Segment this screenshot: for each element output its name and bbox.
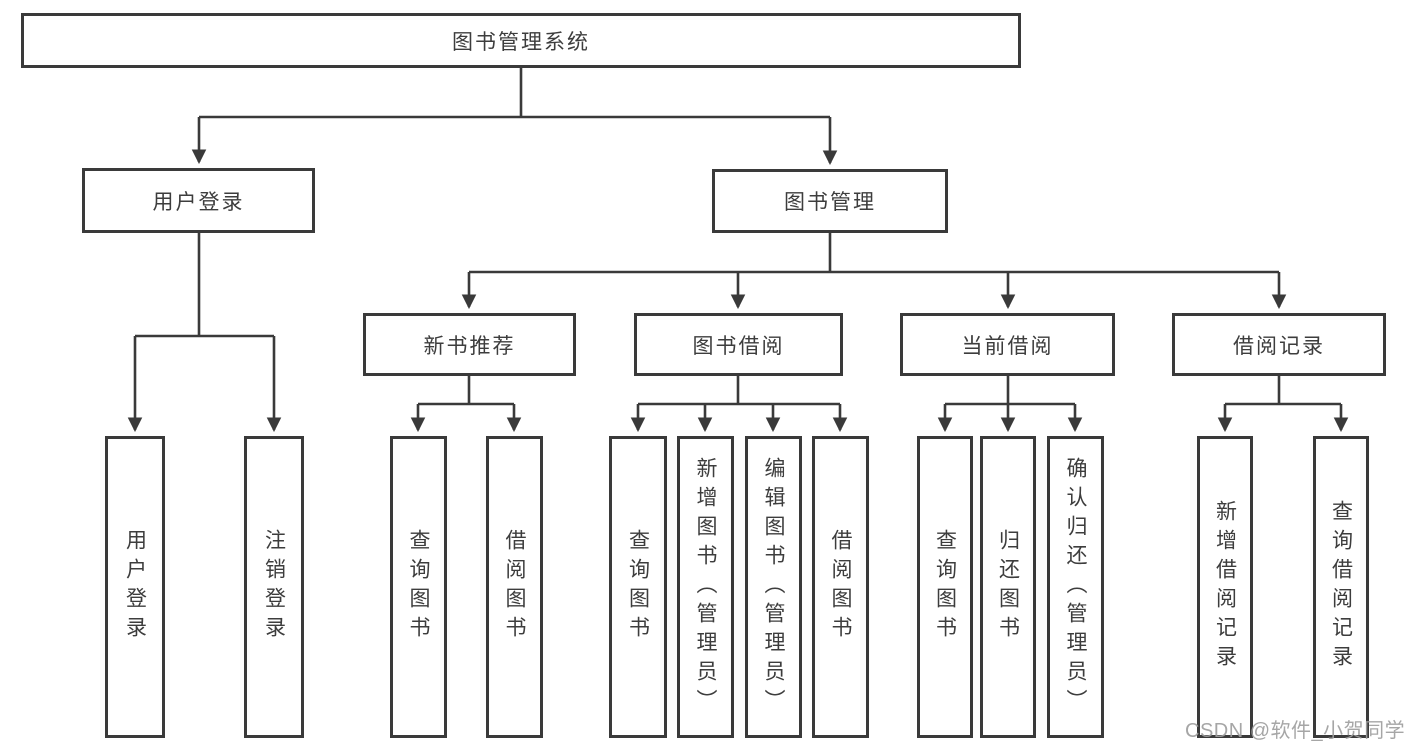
node-current-borrowing: 当前借阅 (900, 313, 1115, 376)
node-book-management: 图书管理 (712, 169, 948, 233)
leaf-add-borrow-record: 新增借阅记录 (1197, 436, 1253, 738)
leaf-query-books-recommend: 查询图书 (390, 436, 447, 738)
node-user-login: 用户登录 (82, 168, 315, 233)
node-borrowing-records: 借阅记录 (1172, 313, 1386, 376)
leaf-confirm-return-admin: 确认归还（管理员） (1047, 436, 1104, 738)
leaf-logout: 注销登录 (244, 436, 304, 738)
leaf-add-books-admin: 新增图书（管理员） (677, 436, 734, 738)
node-book-borrowing: 图书借阅 (634, 313, 843, 376)
leaf-query-books-borrow: 查询图书 (609, 436, 667, 738)
node-new-book-recommend: 新书推荐 (363, 313, 576, 376)
leaf-user-login: 用户登录 (105, 436, 165, 738)
node-root-library-system: 图书管理系统 (21, 13, 1021, 68)
leaf-edit-books-admin: 编辑图书（管理员） (745, 436, 802, 738)
leaf-return-books: 归还图书 (980, 436, 1036, 738)
leaf-borrow-books-recommend: 借阅图书 (486, 436, 543, 738)
leaf-query-borrow-record: 查询借阅记录 (1313, 436, 1369, 738)
leaf-borrow-books: 借阅图书 (812, 436, 869, 738)
leaf-query-books-current: 查询图书 (917, 436, 973, 738)
csdn-watermark: CSDN @软件_小贺同学 (1185, 720, 1405, 742)
